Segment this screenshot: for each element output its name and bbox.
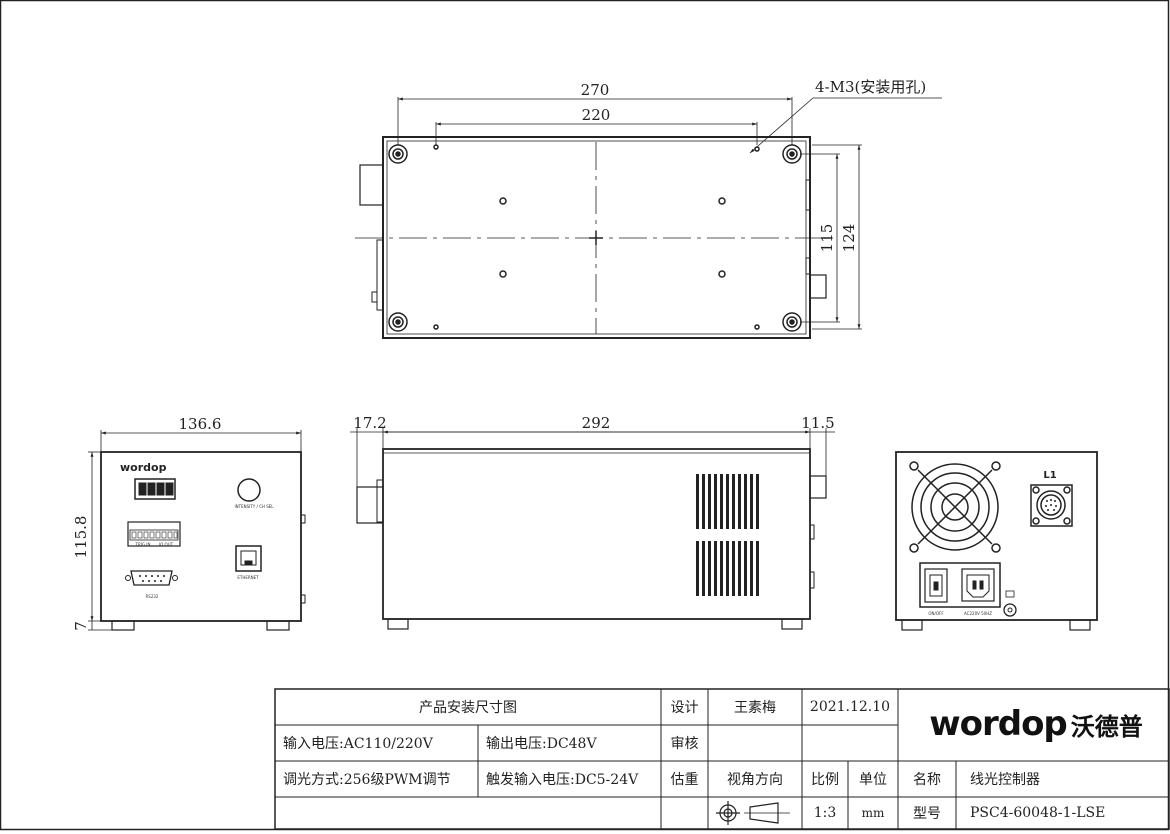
l1-connector	[1030, 484, 1073, 527]
ground-terminal	[1003, 603, 1017, 617]
design-label: 设计	[670, 700, 699, 716]
input-voltage: 输入电压:AC110/220V	[283, 736, 433, 752]
ac-inlet	[961, 568, 995, 602]
trig-in-label: TRIG IN	[135, 542, 151, 547]
dimming-method: 调光方式:256级PWM调节	[283, 772, 451, 788]
top-callout: 4-M3(安装用孔)	[815, 78, 926, 96]
view-direction-label: 视角方向	[727, 772, 783, 788]
dim-top-hole-vertical: 115	[818, 224, 836, 253]
dim-side-left: 17.2	[353, 414, 386, 432]
cooling-fan	[909, 461, 1001, 553]
ethernet-port	[235, 545, 262, 572]
model-number: PSC4-60048-1-LSE	[970, 805, 1106, 821]
scale-label: 比例	[811, 772, 839, 788]
rs232-port	[130, 570, 173, 586]
back-view	[895, 451, 1098, 631]
dim-side-length: 292	[582, 414, 611, 432]
dim-front-width: 136.6	[179, 415, 222, 433]
side-view	[350, 428, 835, 630]
scale-value: 1:3	[813, 805, 837, 821]
front-brand-logo: wordop	[120, 461, 167, 474]
dim-foot-height: 7	[72, 621, 90, 631]
ethernet-label: ETHERNET	[237, 575, 259, 580]
power-switch	[924, 568, 948, 603]
logo-wordmark: wordop	[929, 704, 1068, 744]
unit-value: mm	[861, 806, 885, 820]
dim-top-height: 124	[840, 224, 858, 253]
top-view-right-connector	[809, 274, 827, 299]
front-view-body	[100, 451, 302, 622]
rs232-label: RS232	[146, 594, 159, 599]
back-view-body	[895, 451, 1098, 621]
drawing-title: 产品安装尺寸图	[419, 700, 517, 716]
terminal-block	[127, 521, 181, 547]
top-view	[355, 97, 942, 339]
intensity-knob	[237, 478, 261, 502]
io-out-label: IO OUT	[159, 542, 174, 547]
name-label: 名称	[913, 772, 941, 788]
front-view	[88, 430, 306, 631]
dim-side-right: 11.5	[801, 414, 834, 432]
power-label: AC220V 50HZ	[964, 611, 992, 616]
l1-label: L1	[1043, 470, 1056, 481]
designer-name: 王素梅	[734, 700, 776, 716]
title-block-grid	[274, 688, 1170, 830]
product-name: 线光控制器	[970, 772, 1040, 788]
logo-chinese: 沃德普	[1070, 712, 1143, 741]
top-view-left-connector	[359, 164, 384, 206]
model-label: 型号	[913, 806, 941, 822]
weight-label: 估重	[670, 772, 699, 788]
power-module	[919, 562, 1001, 608]
side-vent-lower	[695, 541, 761, 596]
company-logo: wordop 沃德普	[903, 689, 1169, 759]
drawing-date: 2021.12.10	[809, 699, 891, 715]
review-label: 审核	[670, 736, 699, 752]
side-view-right-connector	[809, 475, 827, 499]
side-view-left-connector	[356, 486, 384, 524]
title-block: 产品安装尺寸图 设计 王素梅 2021.12.10 输入电压:AC110/220…	[275, 689, 1169, 829]
trigger-voltage: 触发输入电压:DC5-24V	[486, 772, 639, 788]
front-display	[134, 478, 176, 500]
switch-label: ON/OFF	[928, 611, 944, 616]
dim-top-width: 270	[581, 81, 610, 99]
top-view-body	[382, 136, 811, 339]
projection-symbol-icon	[716, 801, 790, 825]
unit-label: 单位	[859, 772, 887, 788]
dim-top-hole-spacing: 220	[582, 106, 611, 124]
dim-front-height: 115.8	[72, 516, 90, 559]
knob-label: INTENSITY / CH SEL	[235, 504, 275, 509]
output-voltage: 输出电压:DC48V	[486, 736, 597, 752]
side-vent-upper	[695, 474, 761, 529]
